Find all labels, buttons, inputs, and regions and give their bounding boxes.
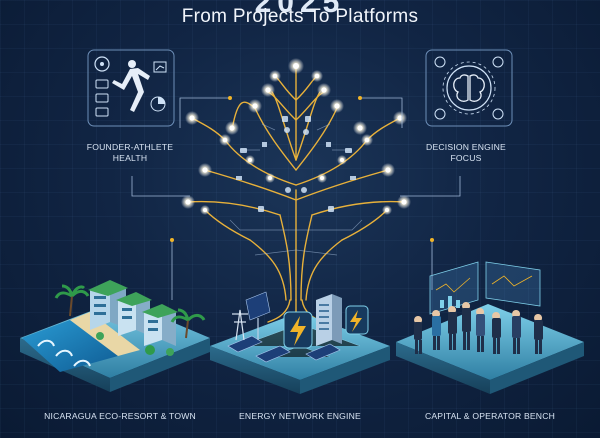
- label-decision-line2: Focus: [450, 153, 482, 163]
- label-decision-line1: Decision Engine: [426, 142, 506, 152]
- label-health: Founder-Athlete Health: [70, 142, 190, 164]
- year-heading: 2025: [254, 0, 346, 19]
- label-capital: Capital & Operator Bench: [424, 411, 556, 421]
- palm-tree-icon: [54, 284, 206, 356]
- lightning-icon: [283, 305, 369, 349]
- page-title: From Projects To Platforms: [181, 6, 419, 27]
- tree-nodes: [181, 58, 411, 215]
- resort-buildings: [88, 280, 178, 346]
- label-energy: Energy Network Engine: [239, 411, 361, 421]
- label-health-line1: Founder-Athlete: [86, 142, 174, 152]
- resort-platform: [20, 280, 210, 392]
- brain-icon: [425, 49, 513, 127]
- dashboard-screens: [429, 261, 541, 315]
- label-health-line2: Health: [112, 153, 148, 163]
- connectors: [131, 96, 461, 300]
- circuit-tree: [187, 67, 405, 331]
- solar-panel-icon: [227, 291, 341, 363]
- runner-icon: [87, 49, 175, 127]
- energy-platform: [210, 291, 390, 394]
- label-decision: Decision Engine Focus: [406, 142, 526, 164]
- label-resort: Nicaragua Eco-Resort & Town: [44, 411, 196, 421]
- capital-platform: [396, 261, 584, 394]
- people-icon: [414, 302, 543, 354]
- tree-mini-icons: [236, 116, 356, 212]
